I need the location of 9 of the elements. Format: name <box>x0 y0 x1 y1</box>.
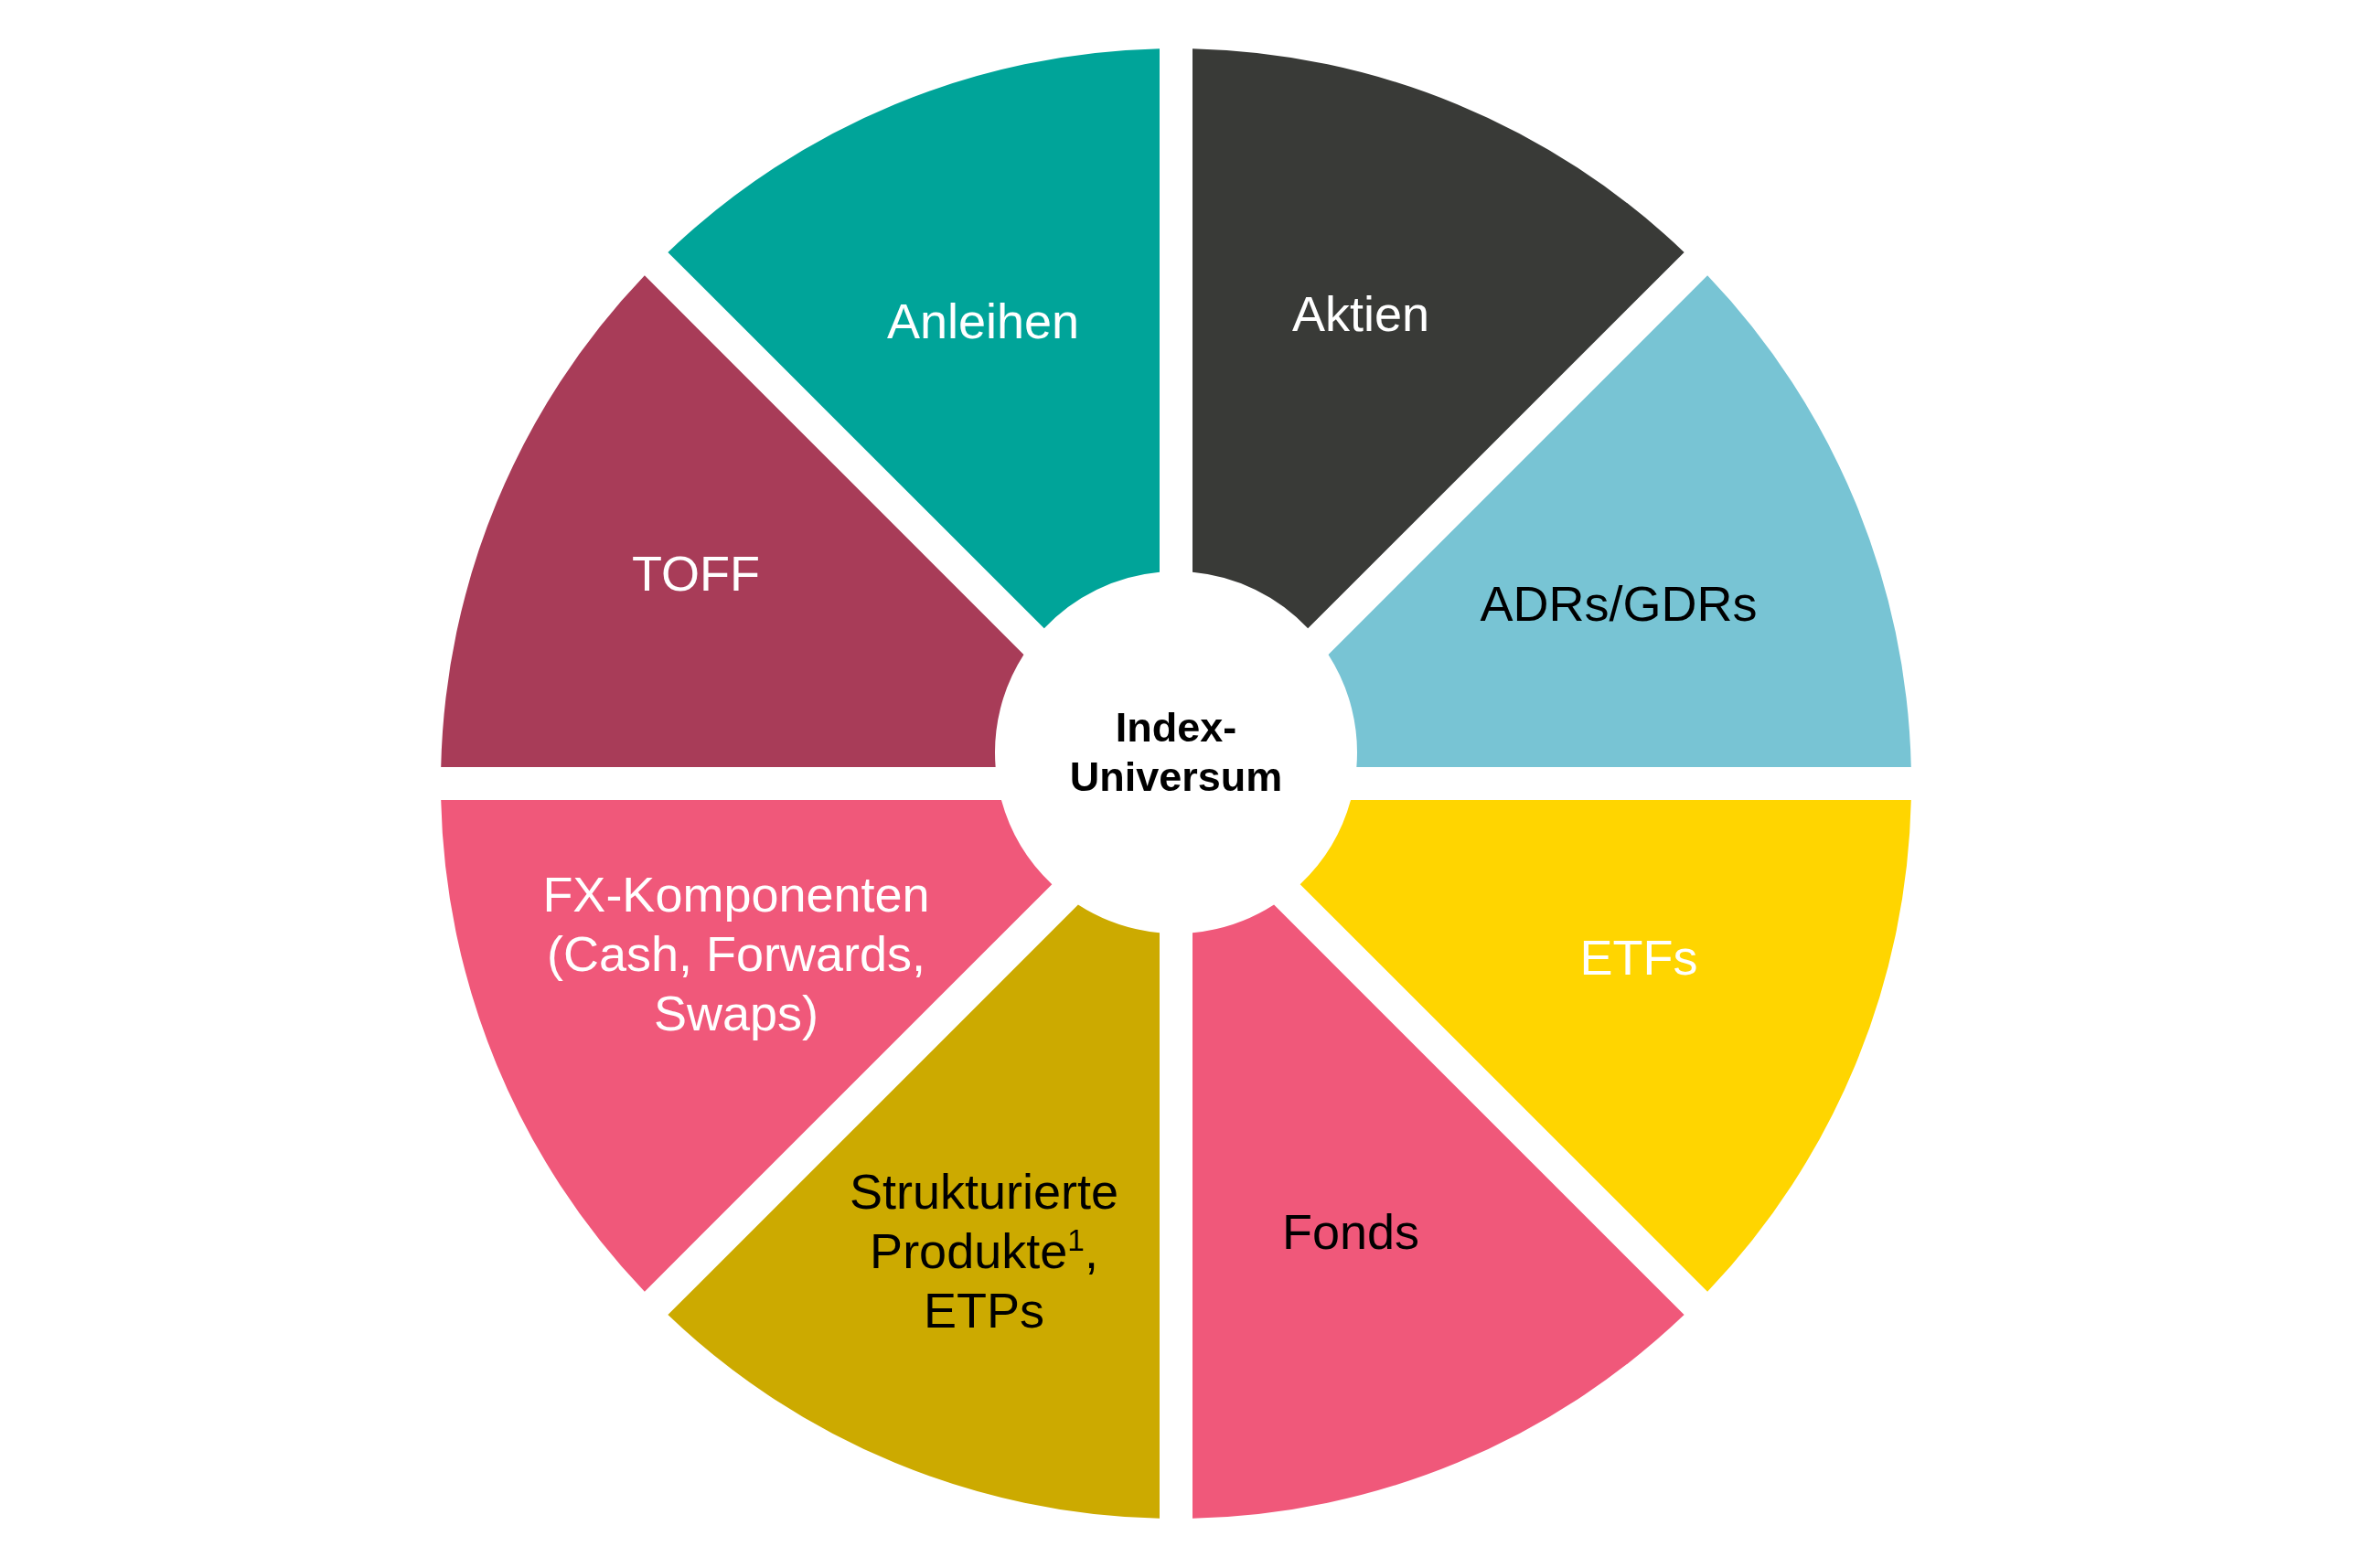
segment-label: TOFF <box>632 544 760 603</box>
segment-label: Anleihen <box>886 292 1080 350</box>
hub-label: Index-Universum <box>1068 703 1284 802</box>
segment-label: ETFs <box>1579 928 1698 987</box>
segment-label: Strukturierte Produkte$^{1}$, ETPs <box>848 1162 1120 1339</box>
segment-label: Aktien <box>1291 284 1430 343</box>
segment-label: ADRs/GDRs <box>1480 574 1758 633</box>
segment-label: FX-Komponenten (Cash, Forwards, Swaps) <box>541 865 931 1042</box>
segment-label: Fonds <box>1281 1202 1420 1261</box>
